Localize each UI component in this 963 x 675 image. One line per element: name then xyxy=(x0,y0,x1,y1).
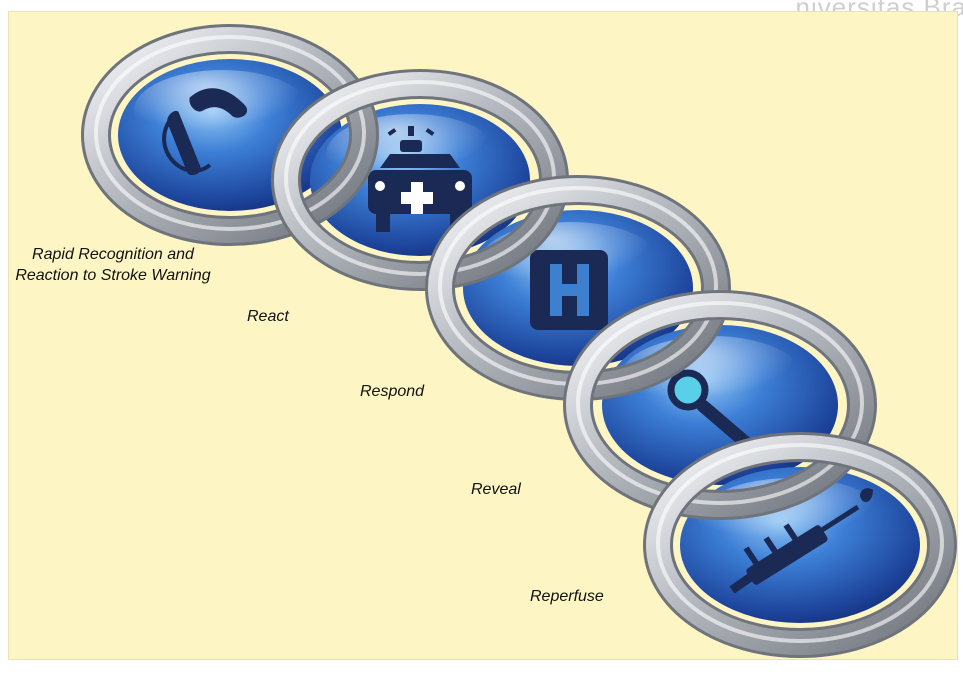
label-rapid-recognition: Rapid Recognition and Reaction to Stroke… xyxy=(8,244,218,308)
label-react: React xyxy=(247,306,289,327)
label-reveal: Reveal xyxy=(471,479,521,500)
label-respond: Respond xyxy=(360,381,424,402)
hospital-icon xyxy=(530,250,608,330)
label-reperfuse: Reperfuse xyxy=(530,586,604,607)
